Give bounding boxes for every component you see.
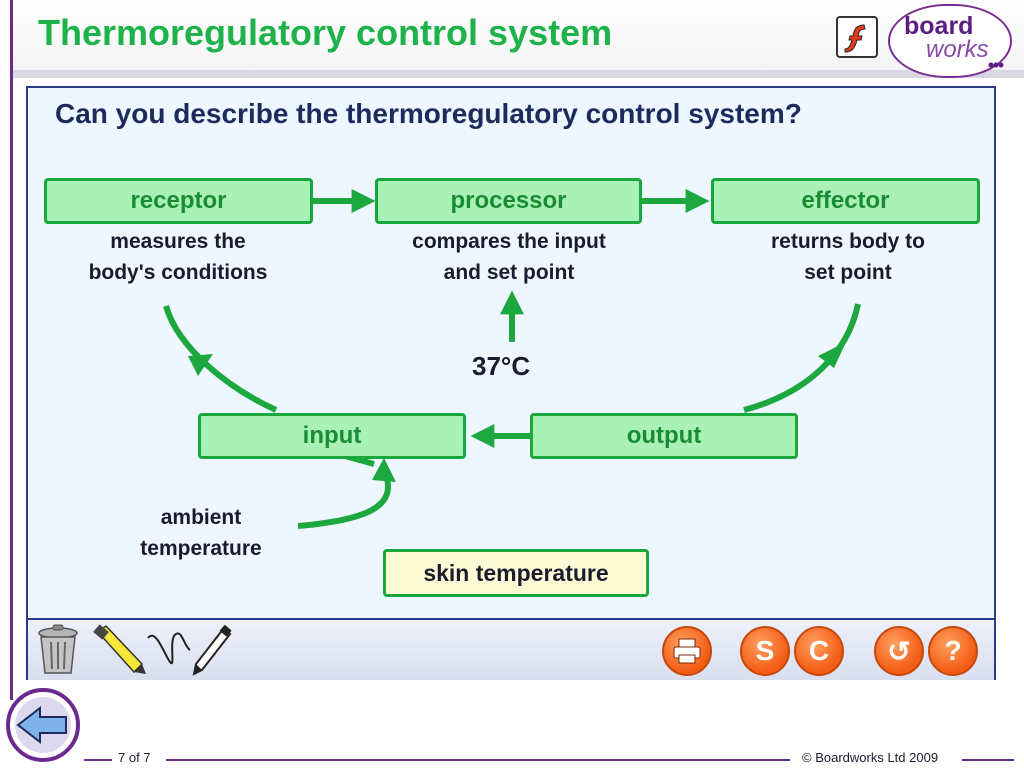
ambient-line1: ambient — [160, 506, 242, 529]
pencil-icon[interactable] — [188, 624, 234, 681]
flash-logo-icon — [836, 16, 878, 58]
page-title: Thermoregulatory control system — [38, 12, 613, 53]
copyright-text: © Boardworks Ltd 2009 — [802, 750, 939, 765]
help-button[interactable]: ? — [928, 626, 978, 676]
footer-rule-left — [84, 759, 112, 761]
ambient-line2: temperature — [140, 537, 262, 560]
toolbar: S C ↺ ? — [28, 618, 994, 680]
arrowhead-effector-output — [818, 342, 846, 368]
pen-scribble-icon[interactable] — [146, 624, 192, 681]
page-number: 7 of 7 — [118, 750, 151, 765]
effector-desc-line1: returns body to — [770, 230, 925, 253]
back-button[interactable] — [6, 688, 80, 762]
arrowhead-ambient-input — [372, 458, 396, 482]
ambient-temperature-label: ambient temperature — [116, 502, 286, 564]
logo-works-text: works — [926, 36, 989, 63]
arrow-effector-output — [743, 303, 861, 413]
highlighter-icon[interactable] — [92, 624, 148, 681]
print-icon — [673, 638, 701, 664]
output-box: output — [530, 413, 798, 459]
effector-box: effector — [711, 178, 980, 224]
boardworks-logo: board works — [888, 4, 1012, 78]
processor-desc-line1: compares the input — [412, 230, 606, 253]
s-button[interactable]: S — [740, 626, 790, 676]
skin-temperature-label[interactable]: skin temperature — [383, 549, 649, 597]
set-point-value: 37°C — [472, 351, 531, 381]
left-accent-rule — [10, 0, 13, 700]
back-arrow-icon — [15, 697, 71, 753]
receptor-desc-line1: measures the — [110, 230, 246, 253]
arrowhead-input-receptor — [188, 354, 213, 376]
input-box: input — [198, 413, 466, 459]
receptor-box: receptor — [44, 178, 313, 224]
effector-desc-line2: set point — [804, 261, 892, 284]
feedback-loop-arrows — [163, 189, 861, 529]
receptor-desc-line2: body's conditions — [88, 261, 268, 284]
c-button[interactable]: C — [794, 626, 844, 676]
receptor-description: measures the body's conditions — [58, 226, 298, 288]
processor-box: processor — [375, 178, 642, 224]
processor-description: compares the input and set point — [383, 226, 635, 288]
effector-description: returns body to set point — [728, 226, 968, 288]
footer-rule-right — [962, 759, 1014, 761]
footer-rule-middle — [166, 759, 790, 761]
title-underline — [13, 70, 1024, 78]
trash-icon[interactable] — [34, 624, 82, 681]
reset-button[interactable]: ↺ — [874, 626, 924, 676]
question-heading: Can you describe the thermoregulatory co… — [55, 98, 802, 129]
logo-dots-icon — [988, 62, 1004, 68]
diagram-area: Can you describe the thermoregulatory co… — [28, 88, 994, 618]
activity-panel: Can you describe the thermoregulatory co… — [26, 86, 996, 680]
arrow-ambient-input — [297, 468, 392, 529]
print-button[interactable] — [662, 626, 712, 676]
arrow-input-receptor — [163, 305, 278, 413]
logo-board-text: board — [904, 12, 974, 40]
processor-desc-line2: and set point — [443, 261, 575, 284]
